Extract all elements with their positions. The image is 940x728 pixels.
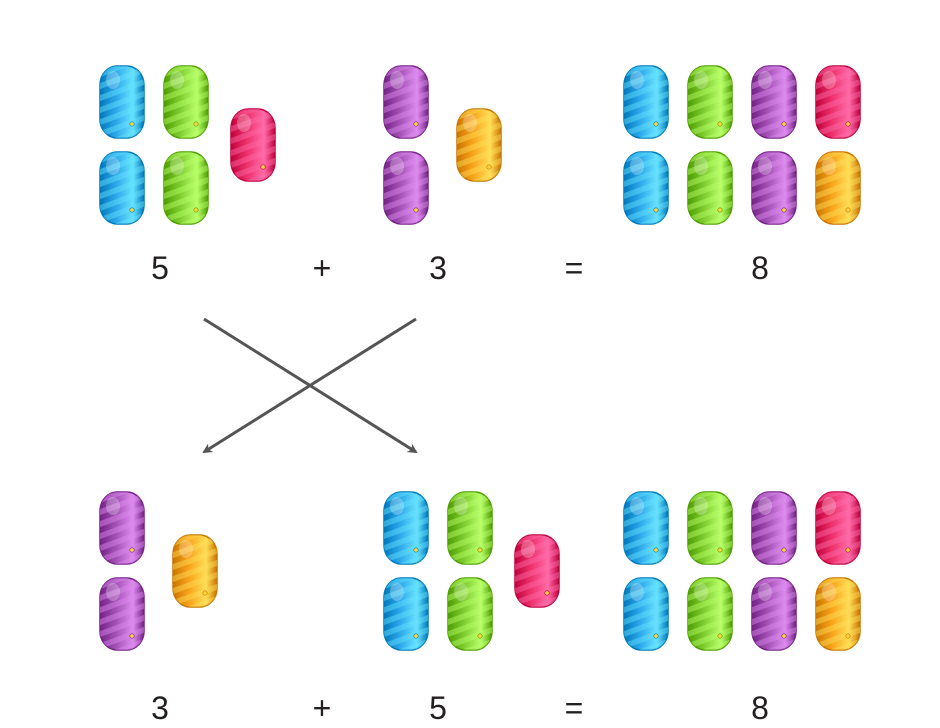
- bottom-right-token-5: [513, 533, 561, 609]
- top-result-token-3: [750, 64, 798, 140]
- striped-capsule-icon: [751, 491, 797, 565]
- striped-capsule-icon: [99, 65, 145, 139]
- bottom-left-token-3: [98, 576, 146, 652]
- bottom-result-token-8: [814, 576, 862, 652]
- bottom-equals: =: [564, 690, 584, 726]
- top-result-token-1: [622, 64, 670, 140]
- striped-capsule-icon: [447, 491, 493, 565]
- striped-capsule-icon: [815, 151, 861, 225]
- bottom-result-token-7: [750, 576, 798, 652]
- bottom-result-token-5: [622, 576, 670, 652]
- striped-capsule-icon: [751, 65, 797, 139]
- bottom-operator: +: [312, 690, 332, 726]
- striped-capsule-icon: [99, 491, 145, 565]
- arrow-right-to-left: [202, 317, 417, 454]
- bottom-result-token-1: [622, 490, 670, 566]
- bottom-result-token-4: [814, 490, 862, 566]
- striped-capsule-icon: [687, 65, 733, 139]
- striped-capsule-icon: [99, 577, 145, 651]
- striped-capsule-icon: [383, 151, 429, 225]
- striped-capsule-icon: [383, 491, 429, 565]
- striped-capsule-icon: [447, 577, 493, 651]
- striped-capsule-icon: [383, 577, 429, 651]
- striped-capsule-icon: [687, 577, 733, 651]
- arrow-left-to-right: [203, 317, 418, 454]
- top-result: 8: [751, 250, 769, 286]
- top-left-token-4: [162, 150, 210, 226]
- striped-capsule-icon: [815, 65, 861, 139]
- top-result-token-8: [814, 150, 862, 226]
- striped-capsule-icon: [456, 108, 502, 182]
- striped-capsule-icon: [751, 151, 797, 225]
- top-result-token-4: [814, 64, 862, 140]
- striped-capsule-icon: [623, 65, 669, 139]
- striped-capsule-icon: [623, 577, 669, 651]
- striped-capsule-icon: [687, 151, 733, 225]
- striped-capsule-icon: [230, 108, 276, 182]
- top-result-token-5: [622, 150, 670, 226]
- striped-capsule-icon: [623, 491, 669, 565]
- top-right-token-3: [382, 150, 430, 226]
- striped-capsule-icon: [383, 65, 429, 139]
- top-left-token-5: [229, 107, 277, 183]
- striped-capsule-icon: [163, 151, 209, 225]
- striped-capsule-icon: [815, 577, 861, 651]
- top-right-token-2: [455, 107, 503, 183]
- top-left-token-2: [162, 64, 210, 140]
- top-equals: =: [564, 250, 584, 286]
- bottom-right-token-3: [382, 576, 430, 652]
- bottom-right-token-4: [446, 576, 494, 652]
- striped-capsule-icon: [99, 151, 145, 225]
- top-result-token-7: [750, 150, 798, 226]
- striped-capsule-icon: [751, 577, 797, 651]
- top-left-token-3: [98, 150, 146, 226]
- striped-capsule-icon: [687, 491, 733, 565]
- top-operator: +: [312, 250, 332, 286]
- top-result-token-2: [686, 64, 734, 140]
- top-left-value: 5: [151, 250, 169, 286]
- bottom-left-token-2: [171, 533, 219, 609]
- bottom-result-token-3: [750, 490, 798, 566]
- bottom-right-token-1: [382, 490, 430, 566]
- striped-capsule-icon: [623, 151, 669, 225]
- bottom-result-token-2: [686, 490, 734, 566]
- striped-capsule-icon: [163, 65, 209, 139]
- top-right-token-1: [382, 64, 430, 140]
- striped-capsule-icon: [815, 491, 861, 565]
- bottom-right-value: 5: [429, 690, 447, 726]
- striped-capsule-icon: [172, 534, 218, 608]
- top-right-value: 3: [429, 250, 447, 286]
- top-left-token-1: [98, 64, 146, 140]
- bottom-right-token-2: [446, 490, 494, 566]
- top-result-token-6: [686, 150, 734, 226]
- bottom-left-value: 3: [151, 690, 169, 726]
- bottom-left-token-1: [98, 490, 146, 566]
- bottom-result: 8: [751, 690, 769, 726]
- striped-capsule-icon: [514, 534, 560, 608]
- bottom-result-token-6: [686, 576, 734, 652]
